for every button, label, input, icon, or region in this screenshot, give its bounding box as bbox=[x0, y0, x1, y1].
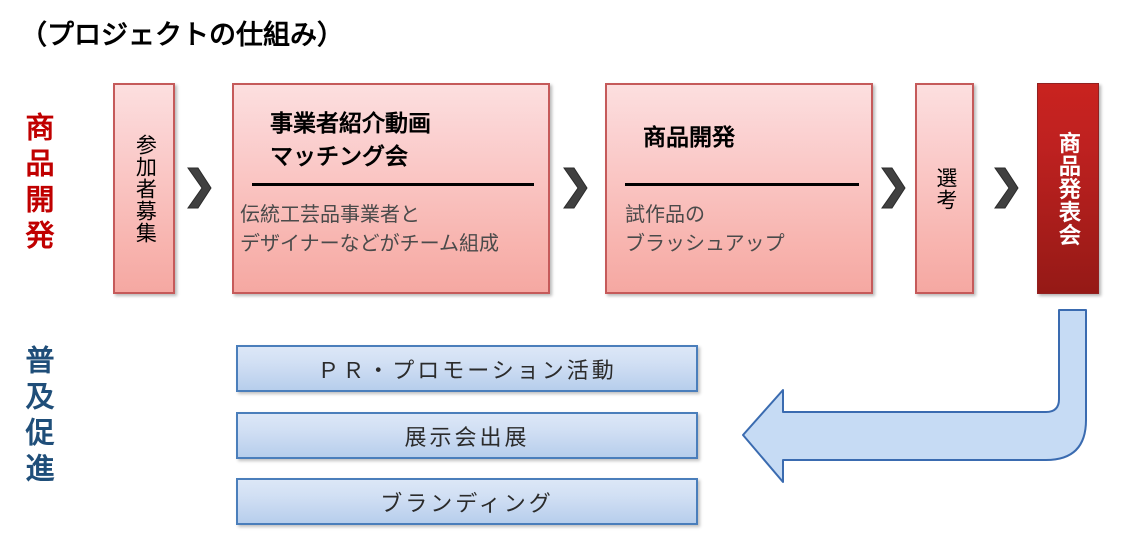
promotion-label-pr: ＰＲ・プロモーション活動 bbox=[317, 357, 617, 383]
stage-box-showcase[interactable]: 商品発表会 bbox=[1037, 83, 1099, 294]
chevron-right-icon bbox=[993, 166, 1019, 210]
promotion-box-exhibition[interactable]: 展示会出展 bbox=[236, 412, 698, 459]
promotion-box-branding[interactable]: ブランディング bbox=[236, 478, 698, 525]
stage-box-screening[interactable]: 選考 bbox=[915, 83, 974, 294]
row-label-product-development: 商品開発 bbox=[21, 112, 53, 256]
stage-label-screening: 選考 bbox=[933, 166, 957, 211]
stage-box-recruit[interactable]: 参加者募集 bbox=[113, 83, 175, 294]
stage-box-product-development[interactable]: 商品開発 試作品の ブラッシュアップ bbox=[605, 83, 873, 294]
stage-label-recruit: 参加者募集 bbox=[133, 133, 157, 244]
stage-box-matching[interactable]: 事業者紹介動画 マッチング会 伝統工芸品事業者と デザイナーなどがチーム組成 bbox=[232, 83, 550, 294]
stage-body-matching: 伝統工芸品事業者と デザイナーなどがチーム組成 bbox=[240, 204, 499, 255]
stage-body-develop: 試作品の ブラッシュアップ bbox=[625, 204, 785, 255]
chevron-right-icon bbox=[562, 166, 588, 210]
promotion-label-exhibition: 展示会出展 bbox=[404, 424, 530, 450]
page-title: （プロジェクトの仕組み） bbox=[20, 20, 344, 50]
chevron-right-icon bbox=[880, 166, 906, 210]
row-label-promotion: 普及促進 bbox=[21, 345, 53, 489]
stage-divider-develop bbox=[625, 183, 859, 186]
stage-divider-matching bbox=[252, 183, 534, 186]
promotion-label-branding: ブランディング bbox=[380, 490, 554, 516]
stage-label-showcase: 商品発表会 bbox=[1055, 131, 1081, 246]
bent-arrow-left-icon bbox=[735, 300, 1100, 485]
stage-heading-matching: 事業者紹介動画 マッチング会 bbox=[270, 110, 431, 169]
chevron-right-icon bbox=[186, 166, 212, 210]
stage-heading-develop: 商品開発 bbox=[643, 124, 735, 150]
promotion-box-pr[interactable]: ＰＲ・プロモーション活動 bbox=[236, 345, 698, 392]
